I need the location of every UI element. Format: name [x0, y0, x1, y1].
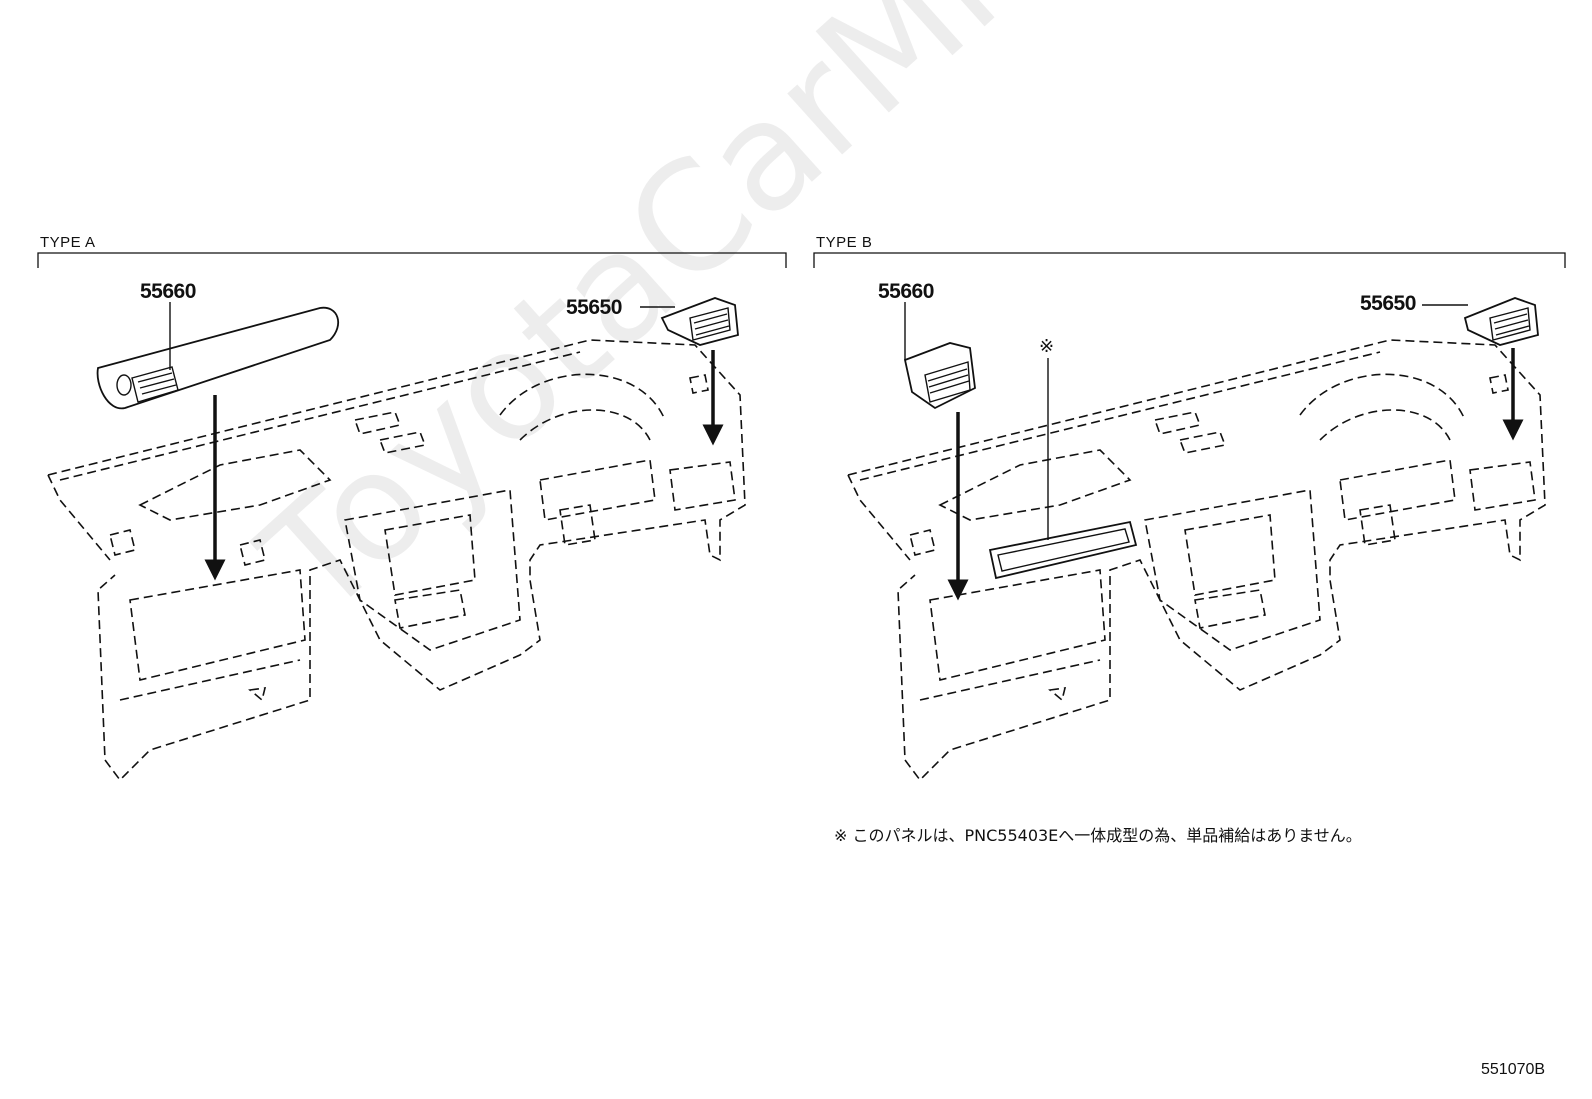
type-b-reference-mark: ※: [1039, 336, 1054, 356]
type-a-dashboard: [47, 339, 746, 782]
type-b-part-55650-drawing: [1463, 297, 1539, 346]
type-b-part-55660-drawing: [903, 342, 976, 410]
type-b-integrated-panel: [988, 520, 1138, 580]
panel-type-b: [813, 252, 1566, 782]
type-b-part-55660-number: 55660: [878, 280, 934, 303]
type-a-bracket: [37, 252, 787, 268]
type-a-part-55660-drawing: [96, 306, 340, 410]
panel-type-a: [37, 252, 787, 782]
type-b-bracket: [813, 252, 1566, 268]
type-a-part-55650-number: 55650: [566, 296, 622, 319]
type-a-label: TYPE A: [40, 234, 96, 251]
type-b-label: TYPE B: [816, 234, 873, 251]
type-b-part-55650-number: 55650: [1360, 292, 1416, 315]
type-b-footnote: ※ このパネルは、PNC55403Eへ一体成型の為、単品補給はありません。: [834, 826, 1362, 845]
diagram-id: 551070B: [1481, 1061, 1546, 1078]
type-a-part-55660-number: 55660: [140, 280, 196, 303]
type-b-dashboard: [847, 339, 1546, 782]
type-a-part-55650-drawing: [660, 297, 739, 346]
